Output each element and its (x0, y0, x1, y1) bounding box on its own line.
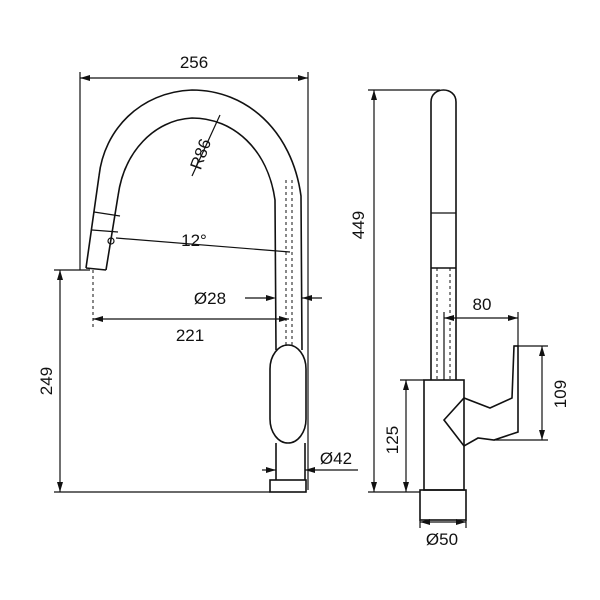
dim-line-radius (191, 114, 221, 177)
handle-body (269, 344, 307, 444)
spray-head-joint (93, 211, 121, 217)
side-dimensions: 449 80 109 125 Ø50 (349, 89, 570, 549)
dim-base-height: 125 (383, 426, 402, 454)
dim-spray-angle: 12° (181, 231, 207, 250)
side-base (419, 489, 467, 521)
side-body (423, 379, 465, 491)
dim-base-diameter: Ø50 (426, 530, 458, 549)
side-view (419, 89, 519, 521)
base-plate (269, 479, 307, 493)
spout-inner-outline (105, 117, 277, 351)
dim-handle-projection: 80 (473, 295, 492, 314)
spray-head-outline (85, 267, 107, 271)
front-dimensions: 256 R86 12° Ø28 221 249 Ø42 (37, 53, 358, 493)
side-handle-lever (442, 345, 519, 448)
dim-overall-height: 449 (349, 211, 368, 239)
dim-bend-radius: R86 (187, 136, 216, 172)
spout-outer-outline (85, 89, 303, 351)
dim-spout-diameter: Ø28 (194, 289, 226, 308)
front-view (85, 89, 307, 493)
side-spout-outline (430, 89, 457, 380)
dim-overall-width: 256 (180, 53, 208, 72)
dim-reach: 221 (176, 326, 204, 345)
spray-head-joint-2 (91, 229, 119, 233)
dim-outlet-height: 249 (37, 367, 56, 395)
dim-arc-angle (115, 237, 291, 253)
dim-body-diameter: Ø42 (320, 449, 352, 468)
dim-handle-height: 109 (551, 380, 570, 408)
spray-button (107, 237, 115, 245)
